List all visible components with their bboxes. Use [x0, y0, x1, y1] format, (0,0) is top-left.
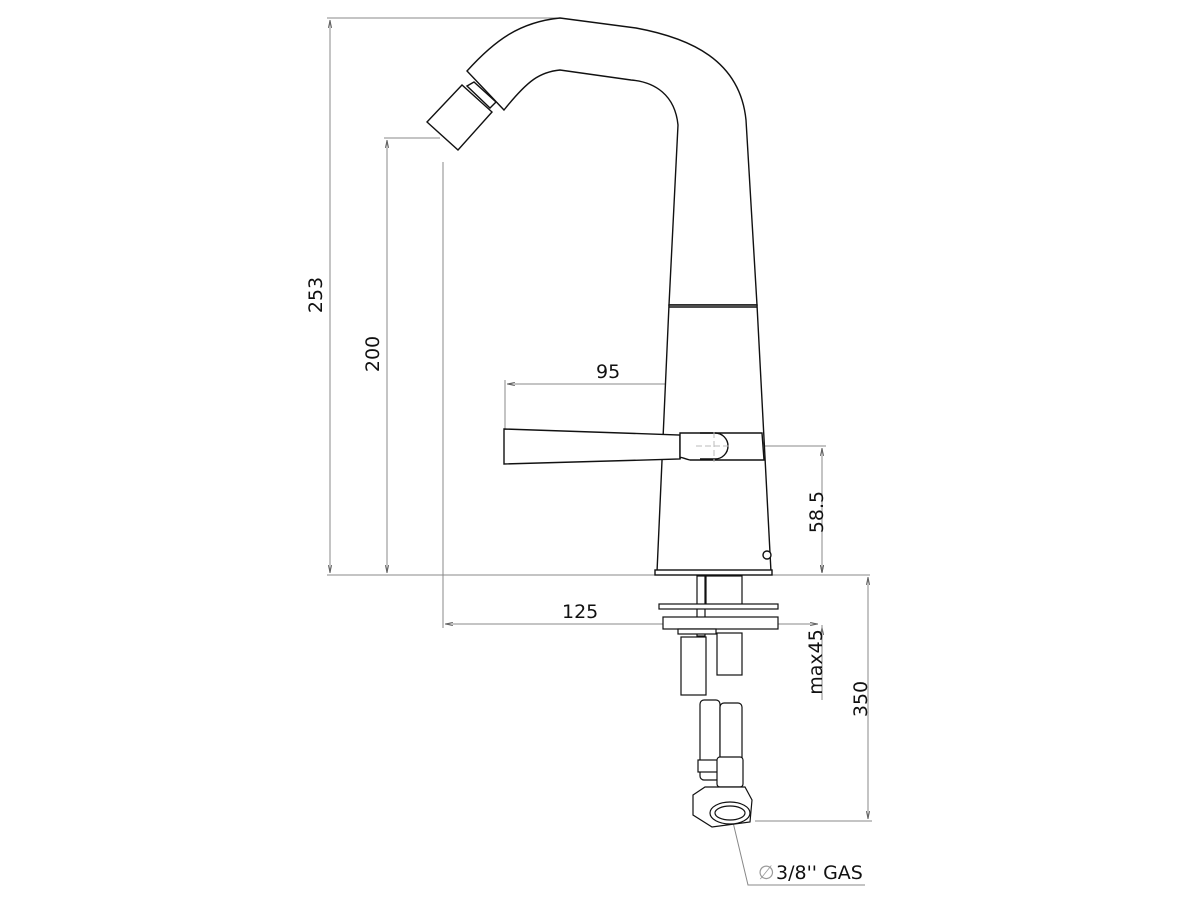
aerator-nozzle [425, 84, 493, 151]
base-ring [654, 569, 773, 576]
handle-cap [679, 432, 765, 461]
dim-handle-height: 58.5 [806, 490, 829, 534]
dim-hose-length: 350 [850, 680, 873, 718]
fixing-plate [662, 616, 779, 630]
mounting-kit [658, 575, 779, 828]
diameter-symbol: ∅ [758, 862, 775, 884]
gas-leader-line [731, 817, 865, 886]
handle-lever [503, 428, 681, 465]
threaded-stud [705, 575, 743, 607]
washer-plate [658, 603, 779, 610]
nut-sleeve [680, 636, 707, 696]
faucet-body [425, 17, 773, 576]
dim-handle-length: 95 [596, 361, 621, 383]
dim-deck-thickness: max45 [804, 629, 827, 695]
hex-nut-upper [716, 756, 744, 788]
dim-outlet-height: 200 [362, 335, 385, 373]
set-screw [762, 550, 772, 560]
dim-spout-reach: 125 [562, 601, 599, 623]
spout [466, 17, 758, 306]
dim-overall-height: 253 [305, 276, 328, 314]
nozzle-thread [465, 81, 498, 109]
connection-label: 3/8'' GAS [776, 862, 863, 884]
